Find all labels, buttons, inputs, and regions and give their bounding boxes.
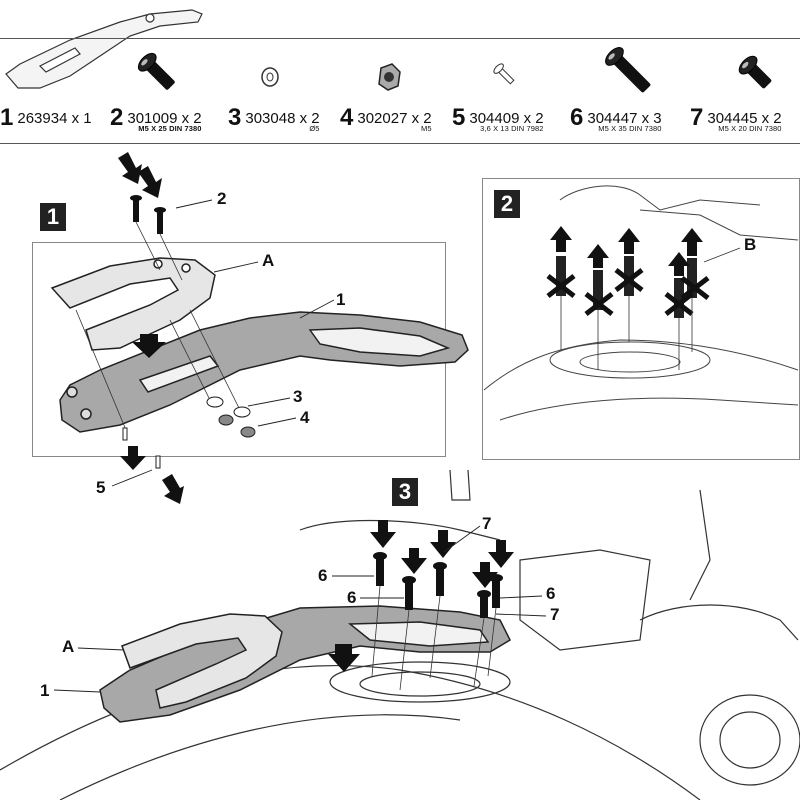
step-1-label-1: 1 <box>336 290 346 309</box>
part-spec: M5 X 35 DIN 7380 <box>598 124 662 133</box>
step-1-label-3: 3 <box>293 387 303 406</box>
part-spec: M5 X 20 DIN 7380 <box>718 124 782 133</box>
step-1-label-5: 5 <box>96 478 106 497</box>
part-position-number: 1 <box>0 104 14 131</box>
nut-icon-302027 <box>378 63 401 91</box>
step-1-label-2: 2 <box>217 189 227 208</box>
part-code: 304445 x 2 <box>707 110 782 127</box>
step-3-badge: 3 <box>392 478 418 506</box>
step-3-label-7a: 7 <box>482 514 492 533</box>
part-position-number: 5 <box>452 104 466 131</box>
step-3-guide-lines <box>371 585 497 691</box>
part-spec: M5 <box>420 124 432 133</box>
step-3-bolts <box>373 552 503 618</box>
step-3-carrier-plate <box>99 605 511 723</box>
part-position-number: 6 <box>570 104 584 131</box>
part-spec: M5 X 25 DIN 7380 <box>138 124 202 133</box>
part-code: 301009 x 2 <box>127 110 202 127</box>
step-2-label-b: B <box>744 235 757 254</box>
step-3-label-6b: 6 <box>347 588 357 607</box>
part-position-number: 3 <box>228 104 242 131</box>
step-3-ring-adapter <box>121 613 283 709</box>
step-1-frame <box>32 242 446 457</box>
step-3-label-6a: 6 <box>318 566 328 585</box>
part-spec: Ø5 <box>309 124 320 133</box>
part-code: 304409 x 2 <box>469 110 544 127</box>
screw-icon-304447 <box>605 47 651 93</box>
step-2-badge: 2 <box>494 190 520 218</box>
step-3-label-1: 1 <box>40 681 50 700</box>
part-code: 303048 x 2 <box>245 110 320 127</box>
part-code: 304447 x 3 <box>587 110 662 127</box>
screw-icon-301009 <box>137 52 175 90</box>
step-3-label-6c: 6 <box>546 584 556 603</box>
step-3-leader-lines <box>53 525 547 693</box>
parts-icons <box>137 47 772 93</box>
part-spec: 3,6 X 13 DIN 7982 <box>480 124 544 133</box>
part-position-number: 4 <box>340 104 354 131</box>
parts-list-top-rule <box>0 38 800 39</box>
parts-list-bottom-rule <box>0 143 800 144</box>
part-position-number: 2 <box>110 104 124 131</box>
part-position-number: 7 <box>690 104 704 131</box>
step-3-label-a: A <box>62 637 75 656</box>
part-code: 263934 x 1 <box>17 110 92 127</box>
screws-pos-2 <box>130 195 166 234</box>
step-1-label-a: A <box>262 251 275 270</box>
step-3-label-7b: 7 <box>550 605 560 624</box>
step-1-label-4: 4 <box>300 408 310 427</box>
washer-icon-303048 <box>261 67 279 87</box>
step-3-motorcycle-sketch <box>0 469 800 800</box>
self-tapping-screw-icon-304409 <box>493 63 515 85</box>
step-1-badge: 1 <box>40 203 66 231</box>
screw-icon-304445 <box>738 55 772 89</box>
step-2-frame <box>482 178 800 460</box>
part-code: 302027 x 2 <box>357 110 432 127</box>
